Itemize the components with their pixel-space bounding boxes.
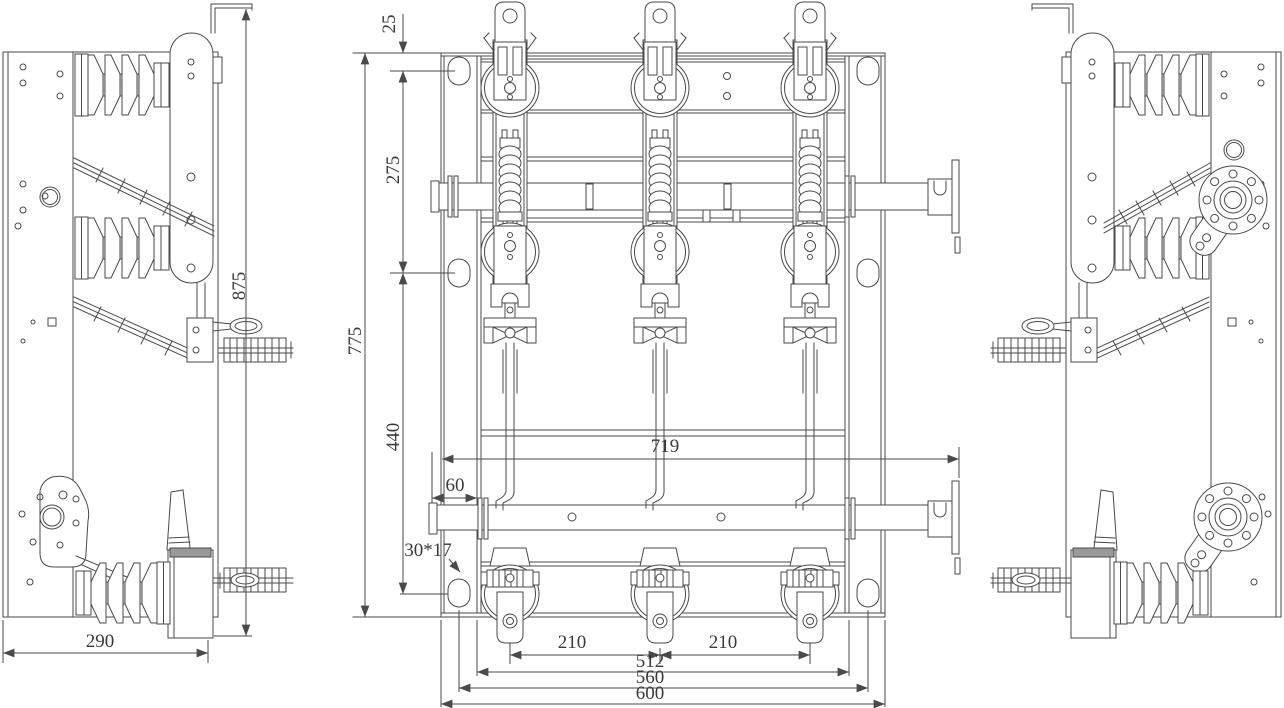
dim-label-210-right: 210 [709, 632, 738, 653]
pole-assembly-2 [631, 2, 689, 643]
front-view [352, 2, 961, 643]
upper-bracket-arm [1031, 3, 1115, 319]
dim-label-290: 290 [86, 631, 115, 652]
right-side-view [990, 3, 1282, 639]
mid-eyebolt-and-clip [990, 317, 1098, 363]
dim-719: 719 [442, 436, 960, 478]
dim-label-60: 60 [446, 475, 465, 496]
dim-label-875: 875 [229, 272, 250, 301]
dim-210-right: 210 [660, 632, 811, 664]
dim-label-275: 275 [383, 156, 404, 185]
dim-label-512: 512 [636, 651, 665, 672]
dim-775: 775 [345, 53, 441, 618]
left-side-view [2, 3, 294, 639]
dim-label-440: 440 [383, 423, 404, 452]
dim-290: 290 [2, 620, 209, 663]
dim-512: 512 [476, 620, 850, 677]
upper-bracket-arm [169, 3, 253, 319]
upper-link-rod [73, 157, 215, 237]
pole-assembly-1 [481, 2, 539, 643]
dim-label-775: 775 [345, 327, 366, 356]
panel-holes [14, 63, 64, 344]
dim-875: 875 [214, 9, 252, 637]
dim-440: 440 [383, 273, 448, 595]
upper-insulator [74, 53, 170, 117]
dim-slot-size: 30*17 [404, 540, 461, 573]
dim-label-slot-size: 30*17 [404, 540, 452, 561]
mid-eyebolt-and-clip [186, 317, 294, 363]
dim-label-560: 560 [636, 667, 665, 688]
dim-label-600: 600 [636, 683, 665, 704]
pole-assembly-3 [781, 2, 839, 643]
bottom-blade-assembly [75, 489, 294, 639]
dim-275: 275 [383, 71, 455, 274]
middle-insulator [74, 216, 170, 280]
dim-210-left: 210 [509, 632, 661, 664]
dimension-annotations: 875 290 775 25 275 440 719 60 30*17 [2, 9, 960, 708]
lower-shaft [428, 480, 961, 575]
mounting-slots [447, 56, 880, 608]
dim-label-719: 719 [651, 436, 680, 457]
dim-label-210-left: 210 [558, 632, 587, 653]
upper-insulator [1114, 53, 1210, 117]
dim-600: 600 [440, 620, 886, 708]
dim-label-25: 25 [379, 15, 400, 34]
dim-60: 60 [431, 452, 477, 503]
lower-link-rod [1092, 296, 1210, 361]
lower-link-rod [73, 296, 193, 361]
upper-link-rod [1103, 162, 1211, 234]
bottom-blade-assembly [990, 489, 1209, 639]
dim-560: 560 [458, 610, 869, 693]
